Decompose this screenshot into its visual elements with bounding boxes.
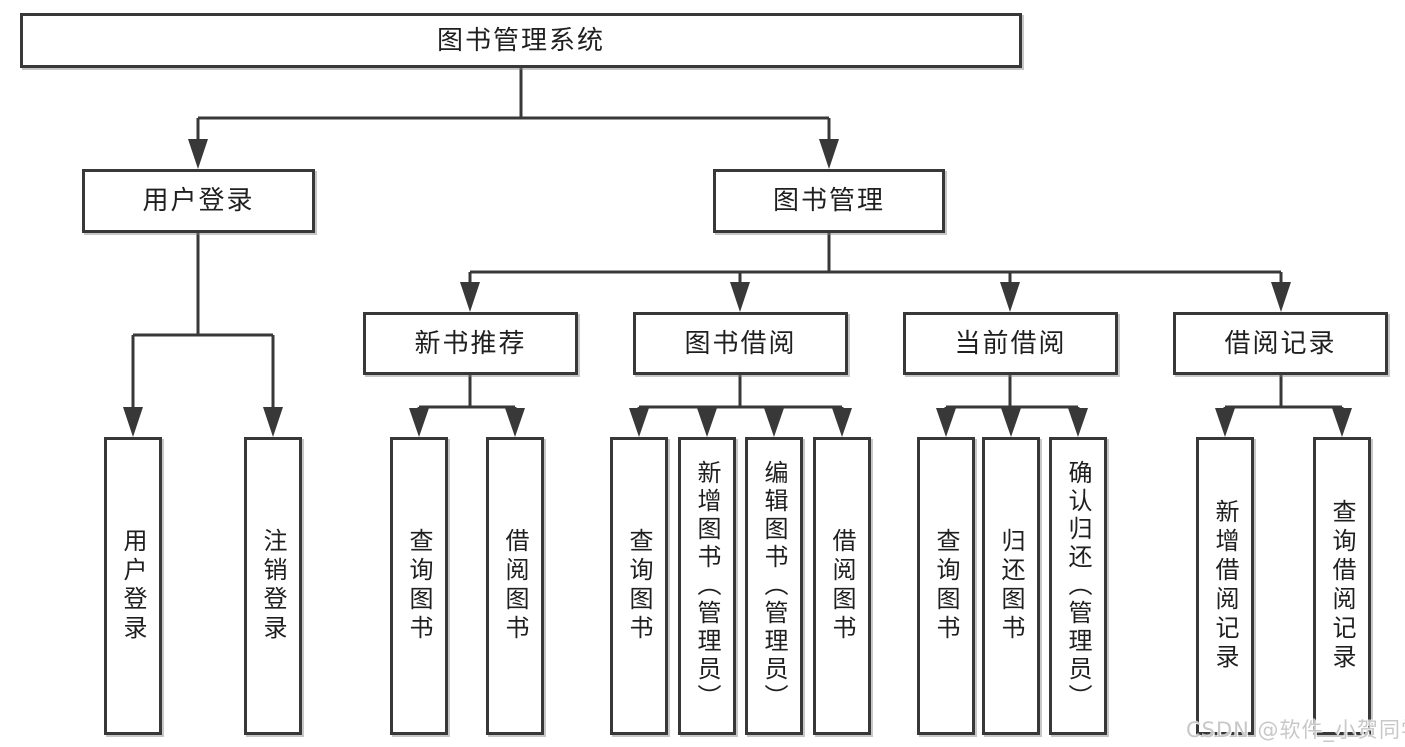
leaf-return-book: 归还图书 (982, 437, 1040, 735)
leaf-user-login: 用户登录 (104, 437, 162, 735)
node-book-mgmt-label: 图书管理 (772, 186, 885, 216)
leaf-borrow-book-1-label: 借阅图书 (501, 528, 529, 644)
arrowheads-leaves (409, 408, 1352, 437)
leaf-edit-book: 编辑图书（管理员） (745, 437, 803, 735)
csdn-watermark: CSDN @软件_小贺同学 (1186, 718, 1405, 742)
arrowheads-user-login (123, 407, 283, 437)
leaf-query-book-2: 查询图书 (610, 437, 668, 735)
leaf-add-book: 新增图书（管理员） (678, 437, 736, 735)
node-new-book-rec-label: 新书推荐 (414, 328, 527, 359)
node-borrow-records: 借阅记录 (1173, 312, 1388, 375)
connector-user-login-subtree (131, 233, 275, 428)
node-borrow-records-label: 借阅记录 (1224, 328, 1337, 359)
leaf-query-book-3: 查询图书 (917, 437, 975, 735)
connector-book-mgmt-to-level3 (468, 233, 1283, 303)
leaf-query-book-2-label: 查询图书 (625, 528, 653, 644)
connector-book-borrow-subtree (637, 375, 844, 428)
leaf-user-login-label: 用户登录 (119, 528, 147, 644)
leaf-add-borrow-record-label: 新增借阅记录 (1211, 499, 1239, 673)
node-new-book-rec: 新书推荐 (363, 312, 578, 375)
node-user-login-label: 用户登录 (142, 186, 255, 216)
connector-new-book-rec-subtree (417, 375, 517, 428)
leaf-add-borrow-record: 新增借阅记录 (1196, 437, 1254, 735)
leaf-edit-book-label: 编辑图书（管理员） (760, 460, 788, 712)
node-root: 图书管理系统 (20, 13, 1022, 68)
node-user-login: 用户登录 (82, 169, 315, 233)
node-root-label: 图书管理系统 (436, 25, 605, 56)
connector-root-to-level2 (196, 68, 831, 160)
node-current-borrow: 当前借阅 (903, 312, 1118, 375)
connector-borrow-records-subtree (1223, 375, 1344, 428)
leaf-confirm-return-label: 确认归还（管理员） (1064, 460, 1092, 712)
leaf-add-book-label: 新增图书（管理员） (693, 460, 721, 712)
leaf-query-book-1: 查询图书 (390, 437, 448, 735)
leaf-query-book-1-label: 查询图书 (405, 528, 433, 644)
leaf-confirm-return: 确认归还（管理员） (1049, 437, 1107, 735)
node-book-mgmt: 图书管理 (713, 169, 945, 233)
leaf-query-borrow-record: 查询借阅记录 (1313, 437, 1371, 735)
node-book-borrow-label: 图书借阅 (684, 328, 797, 359)
arrowheads-level2 (188, 139, 839, 169)
leaf-borrow-book-2: 借阅图书 (813, 437, 871, 735)
leaf-borrow-book-1: 借阅图书 (486, 437, 544, 735)
leaf-logout: 注销登录 (244, 437, 302, 735)
node-current-borrow-label: 当前借阅 (954, 328, 1067, 359)
arrowheads-level3 (460, 282, 1291, 312)
node-book-borrow: 图书借阅 (633, 312, 848, 375)
leaf-borrow-book-2-label: 借阅图书 (828, 528, 856, 644)
leaf-return-book-label: 归还图书 (997, 528, 1025, 644)
leaf-query-borrow-record-label: 查询借阅记录 (1328, 499, 1356, 673)
leaf-logout-label: 注销登录 (259, 528, 287, 644)
leaf-query-book-3-label: 查询图书 (932, 528, 960, 644)
